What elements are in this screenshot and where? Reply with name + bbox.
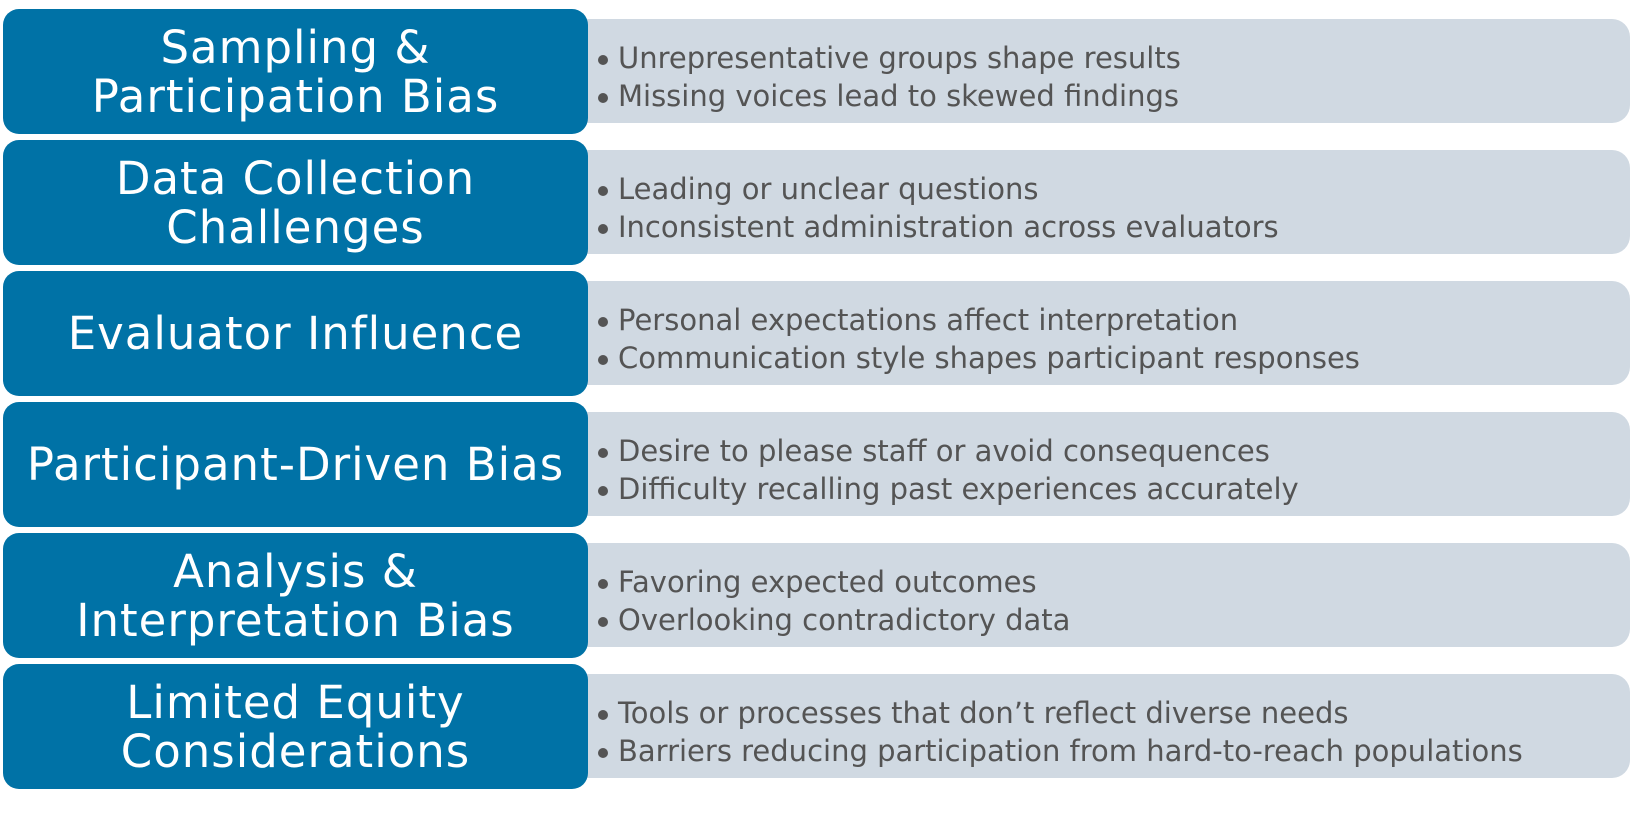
diagram-row-analysis: Favoring expected outcomes Overlooking c… <box>0 533 1632 663</box>
bullet-item: Unrepresentative groups shape results <box>598 39 1630 77</box>
bullet-text: Difficulty recalling past experiences ac… <box>618 472 1299 506</box>
bullet-dot-icon <box>598 748 608 758</box>
bullet-text: Unrepresentative groups shape results <box>618 41 1181 75</box>
bullet-text: Leading or unclear questions <box>618 172 1039 206</box>
category-label-box: Limited Equity Considerations <box>3 664 588 789</box>
category-title: Limited Equity Considerations <box>120 675 471 778</box>
bullet-dot-icon <box>598 55 608 65</box>
diagram-row-data-collection: Leading or unclear questions Inconsisten… <box>0 140 1632 270</box>
category-title: Participant-Driven Bias <box>26 438 565 491</box>
bullet-text: Personal expectations affect interpretat… <box>618 303 1239 337</box>
category-label-box: Evaluator Influence <box>3 271 588 396</box>
bullet-item: Missing voices lead to skewed findings <box>598 77 1630 115</box>
bullet-dot-icon <box>598 710 608 720</box>
bullet-text: Communication style shapes participant r… <box>618 341 1360 375</box>
diagram-row-sampling: Unrepresentative groups shape results Mi… <box>0 9 1632 139</box>
diagram-row-participant: Desire to please staff or avoid conseque… <box>0 402 1632 532</box>
diagram-row-equity: Tools or processes that don’t reflect di… <box>0 664 1632 794</box>
category-label-box: Sampling & Participation Bias <box>3 9 588 134</box>
category-label-box: Participant-Driven Bias <box>3 402 588 527</box>
bullet-dot-icon <box>598 355 608 365</box>
details-box: Unrepresentative groups shape results Mi… <box>570 19 1630 123</box>
bullet-dot-icon <box>598 579 608 589</box>
bullet-text: Missing voices lead to skewed findings <box>618 79 1179 113</box>
bullet-item: Leading or unclear questions <box>598 170 1630 208</box>
category-label-box: Analysis & Interpretation Bias <box>3 533 588 658</box>
diagram-row-evaluator: Personal expectations affect interpretat… <box>0 271 1632 401</box>
bullet-item: Favoring expected outcomes <box>598 563 1630 601</box>
bullet-item: Personal expectations affect interpretat… <box>598 301 1630 339</box>
category-title: Sampling & Participation Bias <box>91 20 500 123</box>
category-title: Evaluator Influence <box>67 307 524 360</box>
category-title: Data Collection Challenges <box>115 151 476 254</box>
category-title: Analysis & Interpretation Bias <box>76 544 515 647</box>
bullet-text: Tools or processes that don’t reflect di… <box>618 696 1349 730</box>
bullet-item: Inconsistent administration across evalu… <box>598 208 1630 246</box>
details-box: Personal expectations affect interpretat… <box>570 281 1630 385</box>
bullet-item: Communication style shapes participant r… <box>598 339 1630 377</box>
bullet-dot-icon <box>598 186 608 196</box>
bullet-item: Overlooking contradictory data <box>598 601 1630 639</box>
details-box: Tools or processes that don’t reflect di… <box>570 674 1630 778</box>
details-box: Leading or unclear questions Inconsisten… <box>570 150 1630 254</box>
bullet-text: Desire to please staff or avoid conseque… <box>618 434 1270 468</box>
bullet-item: Barriers reducing participation from har… <box>598 732 1630 770</box>
bullet-dot-icon <box>598 448 608 458</box>
details-box: Desire to please staff or avoid conseque… <box>570 412 1630 516</box>
bullet-dot-icon <box>598 617 608 627</box>
bullet-text: Favoring expected outcomes <box>618 565 1037 599</box>
bullet-dot-icon <box>598 486 608 496</box>
bullet-text: Barriers reducing participation from har… <box>618 734 1523 768</box>
bullet-text: Overlooking contradictory data <box>618 603 1071 637</box>
bullet-item: Tools or processes that don’t reflect di… <box>598 694 1630 732</box>
bullet-text: Inconsistent administration across evalu… <box>618 210 1279 244</box>
bullet-dot-icon <box>598 224 608 234</box>
bullet-dot-icon <box>598 317 608 327</box>
bullet-item: Desire to please staff or avoid conseque… <box>598 432 1630 470</box>
bullet-item: Difficulty recalling past experiences ac… <box>598 470 1630 508</box>
bullet-dot-icon <box>598 93 608 103</box>
category-label-box: Data Collection Challenges <box>3 140 588 265</box>
details-box: Favoring expected outcomes Overlooking c… <box>570 543 1630 647</box>
